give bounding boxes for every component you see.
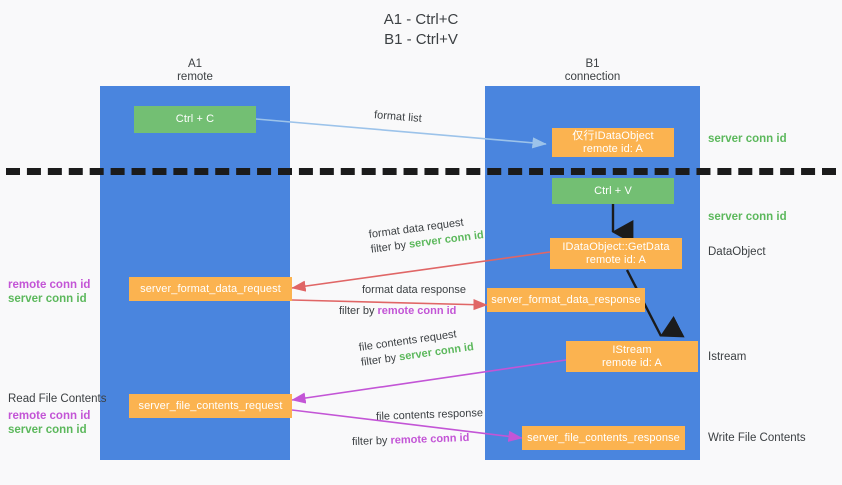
lane-a1-sub: remote (177, 71, 213, 83)
node-server-format-data-response[interactable]: server_format_data_response (487, 288, 645, 312)
edge-filter-by-text-1: filter by (370, 239, 407, 256)
lane-a1-name: A1 (187, 58, 203, 70)
edge-remote-conn-id-2: remote conn id (390, 431, 470, 447)
label-server-conn-id-top: server conn id (708, 133, 787, 145)
label-write-file-contents: Write File Contents (708, 432, 806, 444)
node-idataobject-line2: remote id: A (583, 142, 643, 155)
node-server-format-data-request-label: server_format_data_request (140, 282, 281, 295)
edge-label-file-contents-response: file contents response (375, 407, 484, 423)
node-server-file-contents-response[interactable]: server_file_contents_response (522, 426, 685, 450)
label-dataobject: DataObject (708, 246, 766, 258)
node-server-file-contents-response-label: server_file_contents_response (527, 431, 680, 444)
node-server-format-data-request[interactable]: server_format_data_request (129, 277, 292, 301)
phase-divider (6, 168, 836, 175)
node-istream[interactable]: IStream remote id: A (566, 341, 698, 372)
node-ctrl-c-label: Ctrl + C (175, 113, 215, 125)
node-istream-line2: remote id: A (602, 356, 662, 369)
node-server-file-contents-request[interactable]: server_file_contents_request (129, 394, 292, 418)
node-idataobject[interactable]: 仅行IDataObject remote id: A (552, 128, 674, 157)
node-idataobject-getdata[interactable]: IDataObject::GetData remote id: A (550, 238, 682, 269)
edge-filter-by-text-2: filter by (339, 305, 375, 317)
label-server-conn-id-a: server conn id (8, 293, 87, 305)
node-server-file-contents-request-label: server_file_contents_request (138, 399, 283, 412)
node-ctrl-v-label: Ctrl + V (594, 184, 632, 197)
edge-label-format-data-response-filter: filter by remote conn id (339, 304, 456, 319)
edge-label-file-contents-request: file contents request filter by server c… (358, 325, 475, 371)
lane-b1-sub: connection (564, 71, 621, 83)
edge-label-format-data-response: format data response (362, 284, 466, 296)
node-getdata-line1: IDataObject::GetData (562, 240, 670, 253)
node-ctrl-c[interactable]: Ctrl + C (134, 106, 256, 133)
label-server-conn-id-mid: server conn id (708, 211, 787, 223)
edge-label-format-list: format list (373, 109, 423, 125)
node-getdata-line2: remote id: A (586, 253, 646, 266)
edge-label-format-data-request: format data request filter by server con… (368, 213, 485, 258)
lane-header-b1: B1 connection (485, 58, 700, 84)
edge-remote-conn-id-1: remote conn id (377, 305, 457, 317)
label-server-conn-id-b: server conn id (8, 424, 87, 436)
diagram-title: A1 - Ctrl+C B1 - Ctrl+V (0, 10, 842, 50)
edge-label-file-contents-response-filter: filter by remote conn id (352, 431, 470, 450)
label-group-conn-ids-upper: remote conn id server conn id (8, 278, 96, 306)
node-ctrl-v[interactable]: Ctrl + V (552, 178, 674, 204)
node-server-format-data-response-label: server_format_data_response (491, 293, 641, 306)
label-group-conn-ids-lower: remote conn id server conn id (8, 409, 96, 437)
edge-filter-by-text-4: filter by (351, 434, 388, 449)
title-line-2: B1 - Ctrl+V (384, 31, 458, 48)
label-read-file-contents: Read File Contents (8, 393, 107, 405)
label-remote-conn-id-a: remote conn id (8, 279, 91, 291)
title-line-1: A1 - Ctrl+C (383, 11, 459, 28)
lane-header-a1: A1 remote (100, 58, 290, 84)
node-idataobject-line1: 仅行IDataObject (572, 129, 654, 142)
edge-filter-by-text-3: filter by (360, 351, 398, 369)
label-istream: Istream (708, 351, 747, 363)
lane-b1-name: B1 (585, 58, 600, 70)
node-istream-line1: IStream (612, 343, 652, 356)
label-remote-conn-id-b: remote conn id (8, 410, 91, 422)
